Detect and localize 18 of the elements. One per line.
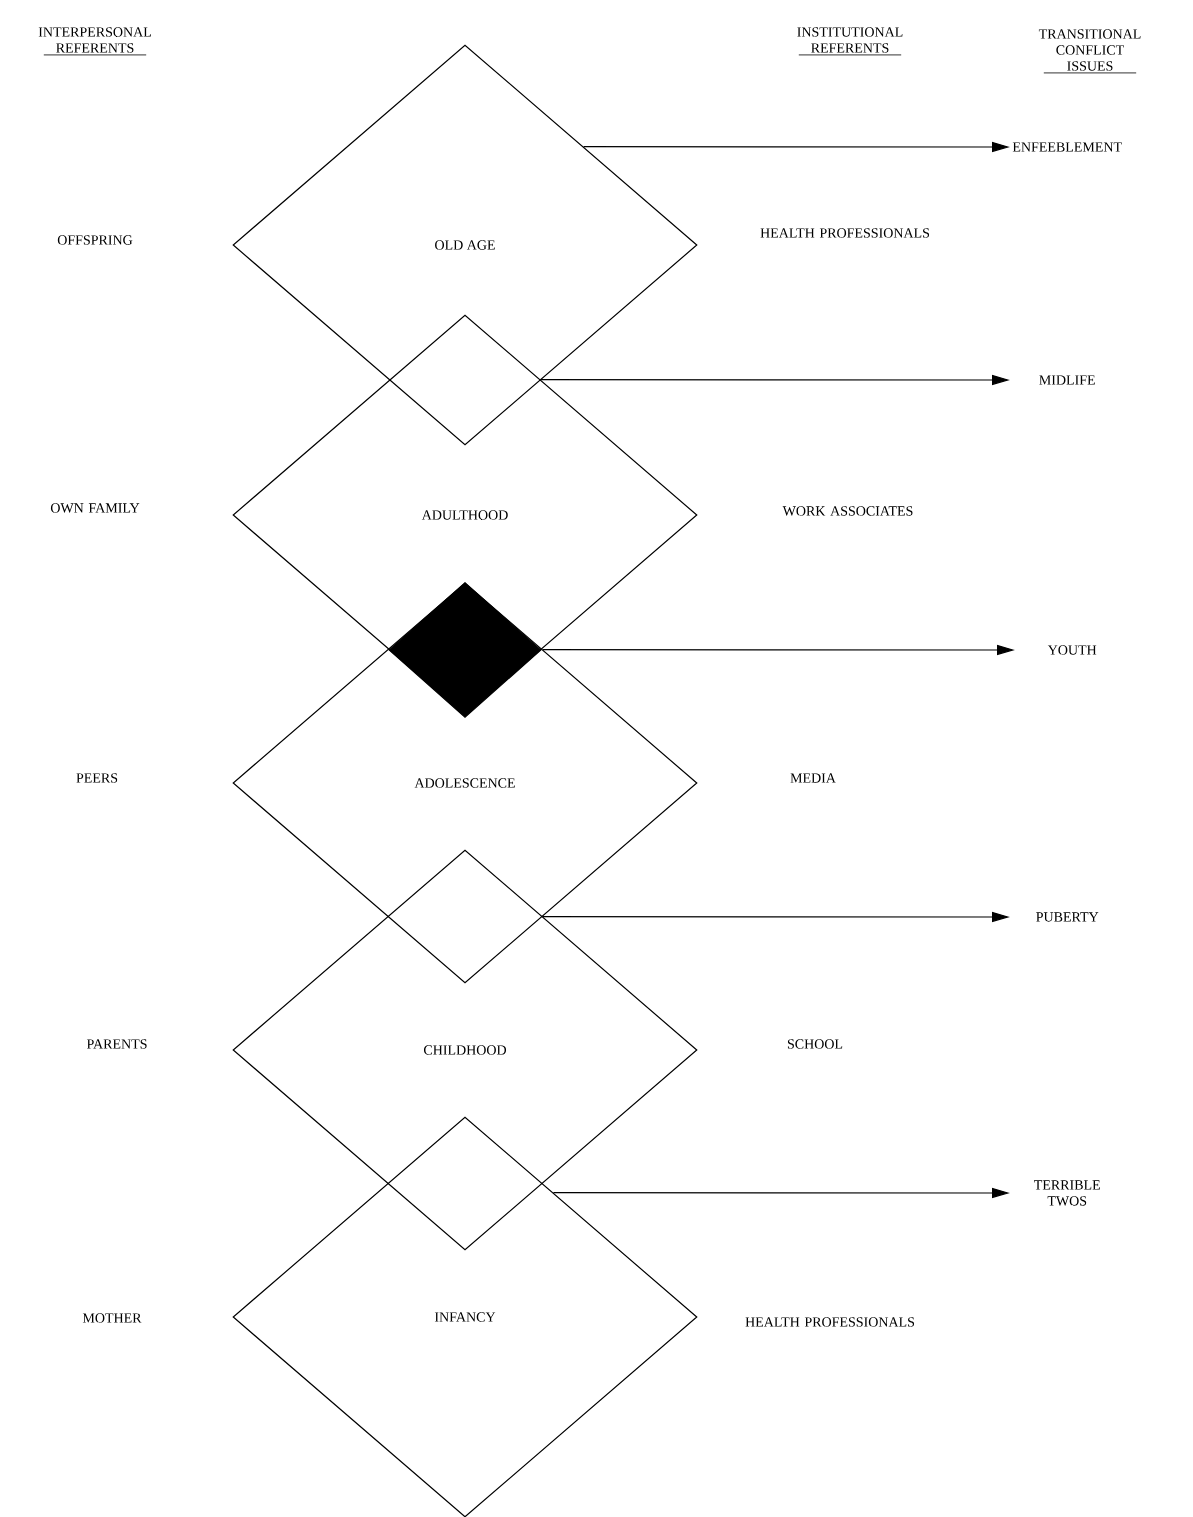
text-label: OFFSPRING xyxy=(57,235,133,245)
issue-label: MIDLIFE xyxy=(1039,375,1095,385)
issue-label: PUBERTY xyxy=(1036,912,1099,922)
text-label: SCHOOL xyxy=(787,1039,843,1049)
issue-label: ENFEEBLEMENT xyxy=(1012,142,1122,152)
text-label: HEALTH PROFESSIONALS xyxy=(745,1317,915,1327)
column-header: TRANSITIONAL CONFLICT ISSUES xyxy=(1038,29,1141,71)
issue-label: YOUTH xyxy=(1047,645,1097,655)
text-label: WORK ASSOCIATES xyxy=(782,506,913,516)
text-label: MEDIA xyxy=(790,773,836,783)
column-header: INTERPERSONAL REFERENTS xyxy=(38,27,151,53)
column-header: INSTITUTIONAL REFERENTS xyxy=(797,27,903,53)
issue-label: TERRIBLE TWOS xyxy=(1034,1180,1100,1206)
text-label: PARENTS xyxy=(86,1039,147,1049)
text-label: OWN FAMILY xyxy=(50,503,140,513)
text-label: HEALTH PROFESSIONALS xyxy=(760,228,930,238)
text-label: MOTHER xyxy=(82,1313,142,1323)
text-label: PEERS xyxy=(76,773,118,783)
